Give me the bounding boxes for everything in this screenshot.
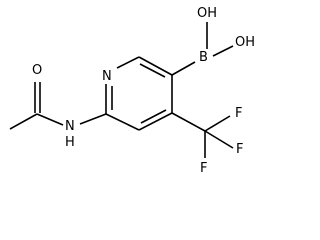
atom-labels: O N H N B OH OH F F F <box>32 6 255 176</box>
atom-label-oxygen-carbonyl: O <box>32 63 42 78</box>
bond-ring-c5-c6-inner <box>139 63 166 78</box>
atom-label-boron: B <box>199 50 208 65</box>
bond-ring-c5-c6 <box>138 56 173 76</box>
molecule-structure: O N H N B OH OH F F F <box>9 6 255 176</box>
atom-label-hydroxyl-right: OH <box>235 35 255 50</box>
bond-ring-boron <box>171 61 196 76</box>
bond-cf3-f3 <box>204 130 234 149</box>
atom-label-fluorine-3: F <box>236 142 243 157</box>
bond-amide-n-ring <box>79 113 107 125</box>
atom-label-nitrogen-ring: N <box>102 69 112 84</box>
atom-label-hydrogen-amide: H <box>65 135 75 150</box>
bonds <box>9 22 234 158</box>
bond-ring-c2-c3 <box>105 113 140 131</box>
atom-label-nitrogen-amide: N <box>65 119 75 134</box>
bond-cf3-f1 <box>204 115 231 132</box>
bond-ring-cf3 <box>171 112 206 132</box>
bond-ring-c3-c4 <box>138 112 173 131</box>
bond-boron-oh-right <box>212 45 234 57</box>
atom-label-hydroxyl-top: OH <box>197 6 217 21</box>
bond-ring-c6-n1 <box>116 56 140 69</box>
bond-methyl-carbonyl <box>9 113 38 130</box>
bond-carbonyl-amide-n <box>36 113 64 126</box>
atom-label-fluorine-1: F <box>235 106 242 121</box>
bond-ring-c3-c4-inner <box>140 109 167 124</box>
atom-label-fluorine-2: F <box>200 161 207 176</box>
